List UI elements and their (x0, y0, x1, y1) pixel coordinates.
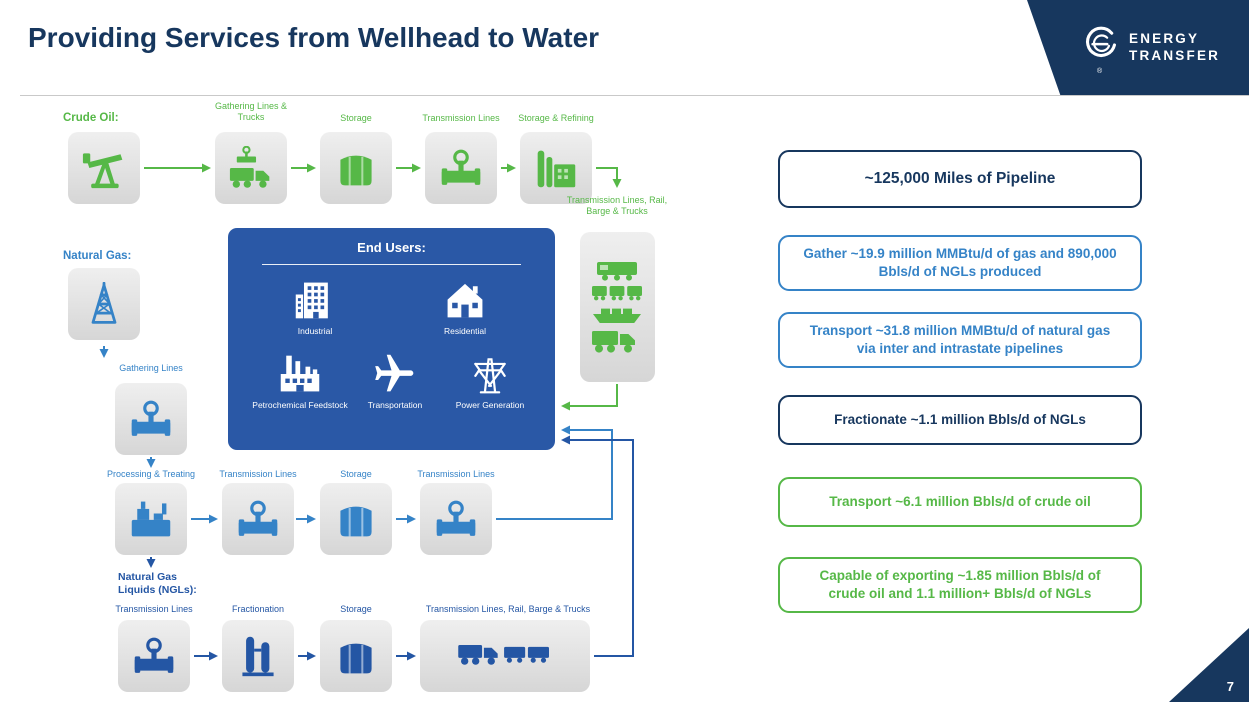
natural-gas-flow-arrows (99, 346, 613, 524)
ngl-step-label: Fractionation (231, 604, 285, 614)
flow-diagram-canvas (68, 132, 655, 692)
end-user-power-generation: Power Generation (430, 352, 550, 410)
page-number: 7 (1226, 679, 1234, 694)
stat-box-transport-gas: Transport ~31.8 million MMBtu/d of natur… (778, 312, 1142, 368)
gas-step-label: Transmission Lines (417, 469, 495, 479)
crude-oil-flow-arrows (144, 163, 622, 411)
stat-box-pipeline-miles: ~125,000 Miles of Pipeline (778, 150, 1142, 208)
industrial-building-icon (293, 278, 337, 322)
ngl-step-label: Transmission Lines (115, 604, 193, 614)
stat-box-transport-crude: Transport ~6.1 million Bbls/d of crude o… (778, 477, 1142, 527)
end-users-underline (262, 264, 521, 265)
logo-line-1: ENERGY (1129, 30, 1200, 46)
end-user-petrochemical: Petrochemical Feedstock (240, 352, 360, 410)
energy-transfer-swirl-icon: ® (1079, 24, 1119, 75)
crude-export-label: Transmission Lines, Rail, Barge & Trucks (566, 195, 668, 216)
end-user-label: Power Generation (455, 400, 525, 410)
gathering-lines-label: Gathering Lines (119, 363, 183, 373)
stat-text: Fractionate ~1.1 million Bbls/d of NGLs (834, 412, 1086, 428)
ngl-storage-tank-icon (340, 643, 372, 674)
end-user-transportation: Transportation (335, 352, 455, 410)
stat-text: Capable of exporting ~1.85 million Bbls/… (819, 568, 1101, 601)
ngl-section-label: Natural Gas Liquids (NGLs): (118, 571, 197, 596)
airplane-icon (373, 352, 417, 396)
end-user-industrial: Industrial (255, 278, 375, 336)
end-user-residential: Residential (405, 278, 525, 336)
petrochemical-factory-icon (278, 352, 322, 396)
stat-text: ~125,000 Miles of Pipeline (864, 169, 1056, 187)
crude-storage-tank-icon (340, 155, 372, 186)
energy-transfer-logo-banner: ® ENERGY TRANSFER (1027, 0, 1249, 95)
crude-step-label: Transmission Lines (422, 113, 500, 123)
residential-house-icon (443, 278, 487, 322)
crude-step-label: Gathering Lines & Trucks (214, 101, 288, 122)
crude-oil-section-label: Crude Oil: (63, 112, 119, 124)
gas-step-label: Storage (340, 469, 372, 479)
end-users-box: End Users: Industrial Residential Petroc… (228, 228, 555, 450)
stat-box-fractionate: Fractionate ~1.1 million Bbls/d of NGLs (778, 395, 1142, 445)
ngl-flow-arrows (146, 435, 634, 661)
wellhead-to-water-diagram: Crude Oil: Gathering Lines & Trucks Stor… (15, 100, 760, 700)
page-corner-triangle (1169, 628, 1249, 702)
crude-step-label: Storage (340, 113, 372, 123)
end-user-label: Residential (443, 326, 487, 336)
gas-storage-tank-icon (340, 506, 372, 537)
stat-text: Transport ~6.1 million Bbls/d of crude o… (829, 494, 1091, 510)
end-user-label: Petrochemical Feedstock (252, 400, 348, 410)
crude-step-label: Storage & Refining (518, 113, 594, 123)
gas-step-label: Processing & Treating (106, 469, 196, 479)
logo-line-2: TRANSFER (1129, 47, 1221, 63)
end-user-label: Industrial (297, 326, 333, 336)
end-user-label: Transportation (367, 400, 423, 410)
stat-box-gather: Gather ~19.9 million MMBtu/d of gas and … (778, 235, 1142, 291)
natural-gas-section-label: Natural Gas: (63, 250, 132, 262)
ngl-step-label: Storage (340, 604, 372, 614)
stat-text: Transport ~31.8 million MMBtu/d of natur… (809, 323, 1111, 356)
registered-mark: ® (1097, 68, 1103, 75)
gas-step-label: Transmission Lines (219, 469, 297, 479)
energy-transfer-wordmark: ENERGY TRANSFER (1129, 31, 1220, 65)
stat-text: Gather ~19.9 million MMBtu/d of gas and … (803, 246, 1117, 279)
page-title: Providing Services from Wellhead to Wate… (28, 22, 600, 53)
ngl-step-label: Transmission Lines, Rail, Barge & Trucks (425, 604, 591, 614)
end-users-title: End Users: (357, 240, 426, 255)
header-divider (20, 95, 1249, 96)
power-tower-icon (468, 352, 512, 396)
stat-box-export-capacity: Capable of exporting ~1.85 million Bbls/… (778, 557, 1142, 613)
